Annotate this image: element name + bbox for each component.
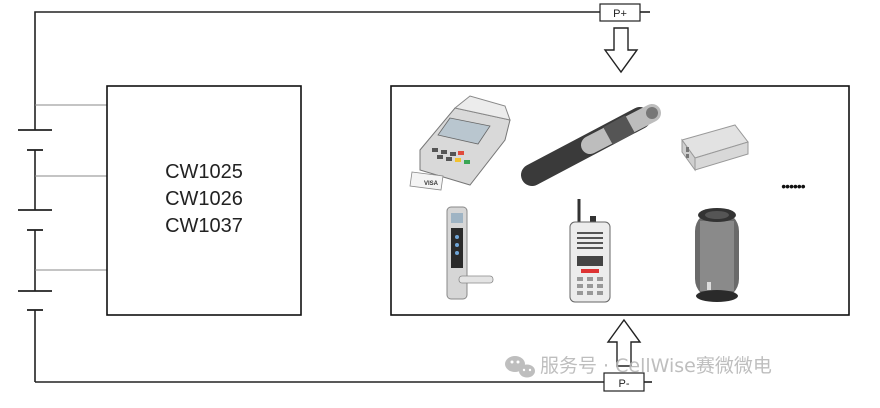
arrow-up-icon: [606, 318, 642, 367]
wechat-icon: [505, 356, 535, 378]
chip-model-3: CW1037: [165, 215, 243, 237]
sense-wires: [35, 104, 107, 271]
fuel-gauge-chip: CW1025 CW1026 CW1037: [106, 85, 302, 316]
pos-terminal-icon: VISA: [409, 95, 511, 191]
chip-model-1: CW1025: [165, 161, 243, 183]
positive-wire: [34, 11, 650, 105]
walkie-talkie-icon: [569, 199, 611, 303]
power-bank-icon: [681, 124, 749, 172]
visa-card-label: VISA: [424, 181, 439, 187]
devices-panel: VISA ••••••: [390, 85, 850, 316]
smart-door-lock-icon: [446, 206, 494, 300]
arrow-down-icon: [603, 27, 639, 74]
handheld-scanner-icon: [521, 104, 661, 186]
more-devices-ellipsis: ••••••: [781, 178, 806, 194]
positive-terminal: P+: [599, 3, 641, 22]
negative-terminal-label: P-: [619, 378, 630, 390]
battery-stack: [18, 105, 52, 382]
negative-terminal: P-: [603, 372, 645, 392]
bluetooth-speaker-icon: [695, 208, 739, 302]
watermark: 服务号 · CellWise赛微微电: [505, 355, 772, 378]
chip-model-2: CW1026: [165, 188, 243, 210]
watermark-text: 服务号 · CellWise赛微微电: [540, 355, 772, 377]
positive-terminal-label: P+: [613, 8, 627, 20]
